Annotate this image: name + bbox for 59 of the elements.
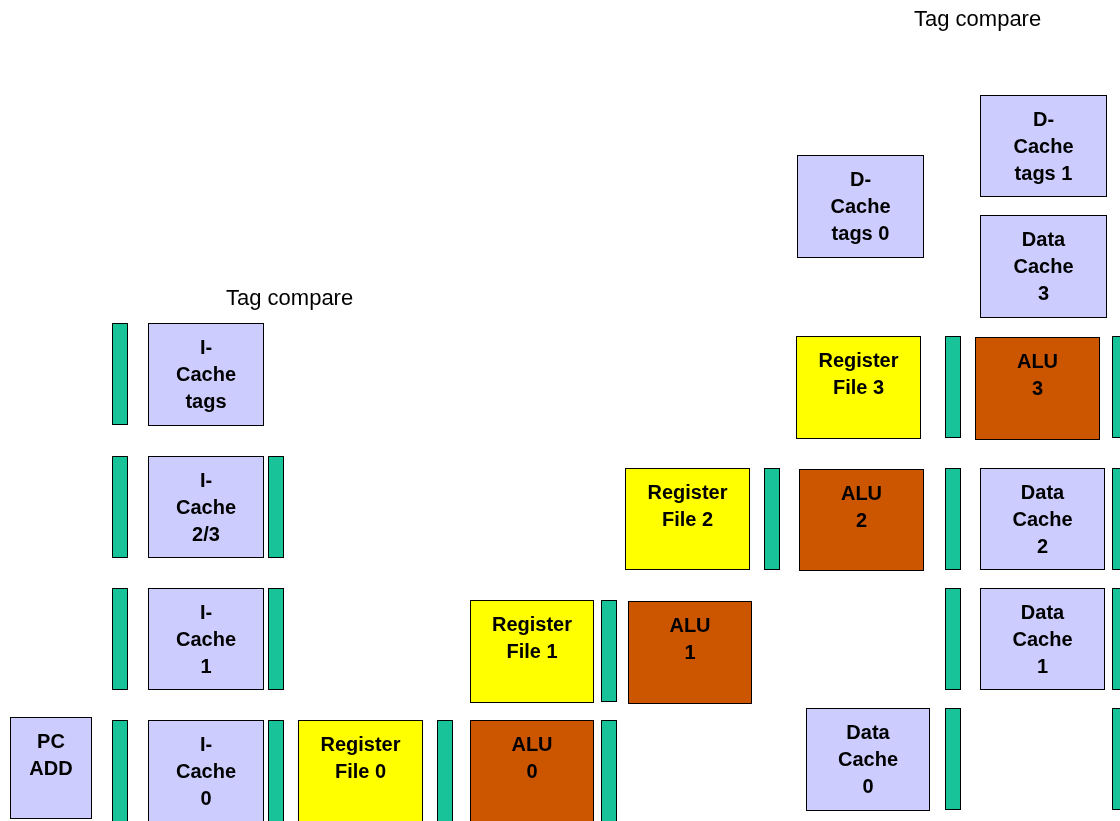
memory-box — [797, 155, 924, 258]
alu-box — [799, 469, 924, 571]
unit-label: D-Cache tags 1 — [1013, 107, 1074, 186]
register-file-box — [298, 720, 423, 821]
alu-box — [628, 601, 752, 704]
pipeline-register — [601, 600, 617, 702]
unit-label: Data Cache 0 — [838, 720, 898, 799]
pipeline-register — [1112, 588, 1120, 690]
unit-label: Register File 3 — [818, 348, 899, 400]
unit-label: PC ADD — [29, 729, 73, 781]
pipeline-register — [764, 468, 780, 570]
unit-label: I-Cache 2/3 — [176, 468, 236, 547]
pipeline-register — [112, 588, 128, 690]
pipeline-register — [1112, 336, 1120, 438]
unit-label: ALU 3 — [1016, 349, 1059, 401]
unit-label: I-Cache 1 — [176, 600, 236, 679]
memory-box — [806, 708, 930, 811]
pipeline-register — [945, 588, 961, 690]
unit-label: Data Cache 3 — [1013, 227, 1074, 306]
unit-label: ALU 1 — [669, 613, 711, 665]
memory-box — [980, 468, 1105, 570]
unit-label: Data Cache 1 — [1012, 600, 1073, 679]
memory-box — [980, 95, 1107, 197]
alu-box — [975, 337, 1100, 440]
pipeline-register — [945, 336, 961, 438]
register-file-box — [796, 336, 921, 439]
unit-label: Register File 1 — [492, 612, 572, 664]
pipeline-register — [437, 720, 453, 821]
stage-note: Tag compare — [914, 6, 1042, 32]
unit-label: I-Cache 0 — [176, 732, 236, 811]
unit-label: I-Cache tags — [176, 335, 236, 414]
pipeline-register — [601, 720, 617, 821]
memory-box — [980, 588, 1105, 690]
unit-label: Data Cache 2 — [1012, 480, 1073, 559]
pipeline-register — [268, 588, 284, 690]
memory-box — [148, 456, 264, 558]
alu-box — [470, 720, 594, 821]
unit-label: ALU 2 — [840, 481, 883, 533]
memory-box — [980, 215, 1107, 318]
unit-label: Register File 0 — [320, 732, 401, 784]
pipeline-register — [945, 708, 961, 810]
pipeline-register — [945, 468, 961, 570]
pipeline-register — [268, 720, 284, 821]
pipeline-register — [1112, 468, 1120, 570]
pipeline-register — [112, 323, 128, 425]
memory-box — [148, 588, 264, 690]
memory-box — [148, 720, 264, 821]
pc-box — [10, 717, 92, 819]
register-file-box — [625, 468, 750, 570]
pipeline-register — [1112, 708, 1120, 810]
pipeline-register — [268, 456, 284, 558]
unit-label: Register File 2 — [647, 480, 728, 532]
unit-label: ALU 0 — [511, 732, 553, 784]
stage-note: Tag compare — [226, 285, 354, 311]
pipeline-register — [112, 720, 128, 821]
memory-box — [148, 323, 264, 426]
pipeline-register — [112, 456, 128, 558]
register-file-box — [470, 600, 594, 703]
unit-label: D-Cache tags 0 — [830, 167, 891, 246]
